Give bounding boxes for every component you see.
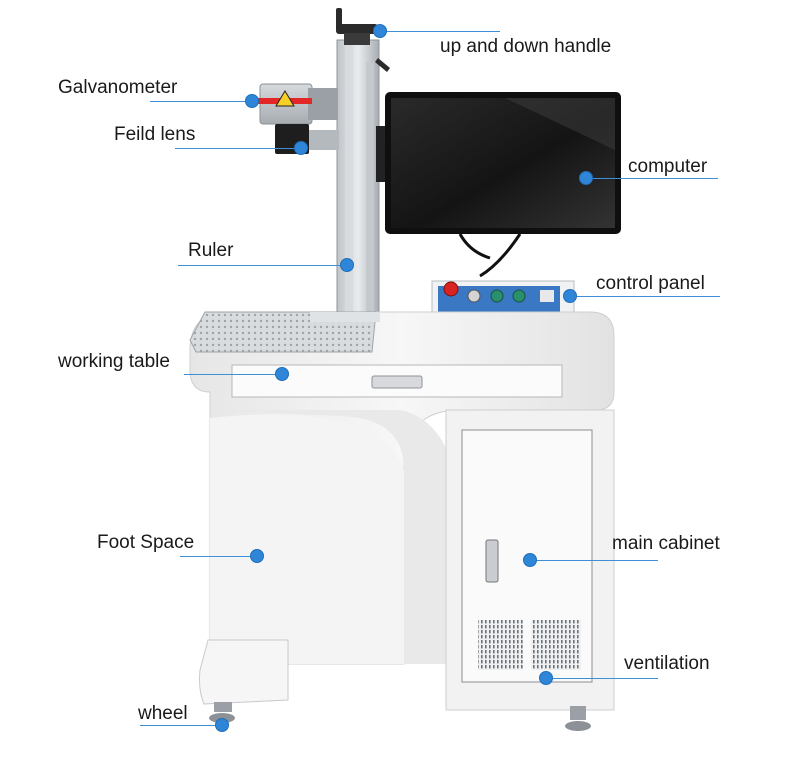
computer-monitor [376,92,621,278]
wheel-leader [140,725,222,726]
ruler-column [336,39,380,326]
foot-space-label: Foot Space [97,532,195,553]
ruler-label: Ruler [188,240,234,261]
main-cabinet-label: main cabinet [612,533,720,554]
up-down-handle-leader [380,31,500,32]
main-cabinet-leader [530,560,658,561]
working-table-leader [184,374,282,375]
control-panel-dot [563,289,577,303]
working-table-label: working table [58,351,170,372]
control-panel-leader [570,296,720,297]
galvanometer-label: Galvanometer [58,77,178,98]
computer-label: computer [628,156,708,177]
up-down-handle [336,8,390,72]
computer-dot [579,171,593,185]
ruler-dot [340,258,354,272]
ventilation-leader [546,678,658,679]
computer-leader [586,178,718,179]
galvanometer-dot [245,94,259,108]
ventilation-label: ventilation [624,653,710,674]
galvanometer-leader [150,101,252,102]
working-table-dot [275,367,289,381]
field-lens-leader [175,148,301,149]
up-down-handle-label: up and down handle [440,36,612,57]
control-panel-label: control panel [596,273,705,294]
wheel-dot [215,718,229,732]
field-lens-label: Feild lens [114,124,196,145]
up-down-handle-dot [373,24,387,38]
foot-space-leader [180,556,257,557]
ventilation-dot [539,671,553,685]
foot-space-dot [250,549,264,563]
main-cabinet-dot [523,553,537,567]
ruler-leader [178,265,347,266]
wheel-label: wheel [138,703,188,724]
field-lens-dot [294,141,308,155]
